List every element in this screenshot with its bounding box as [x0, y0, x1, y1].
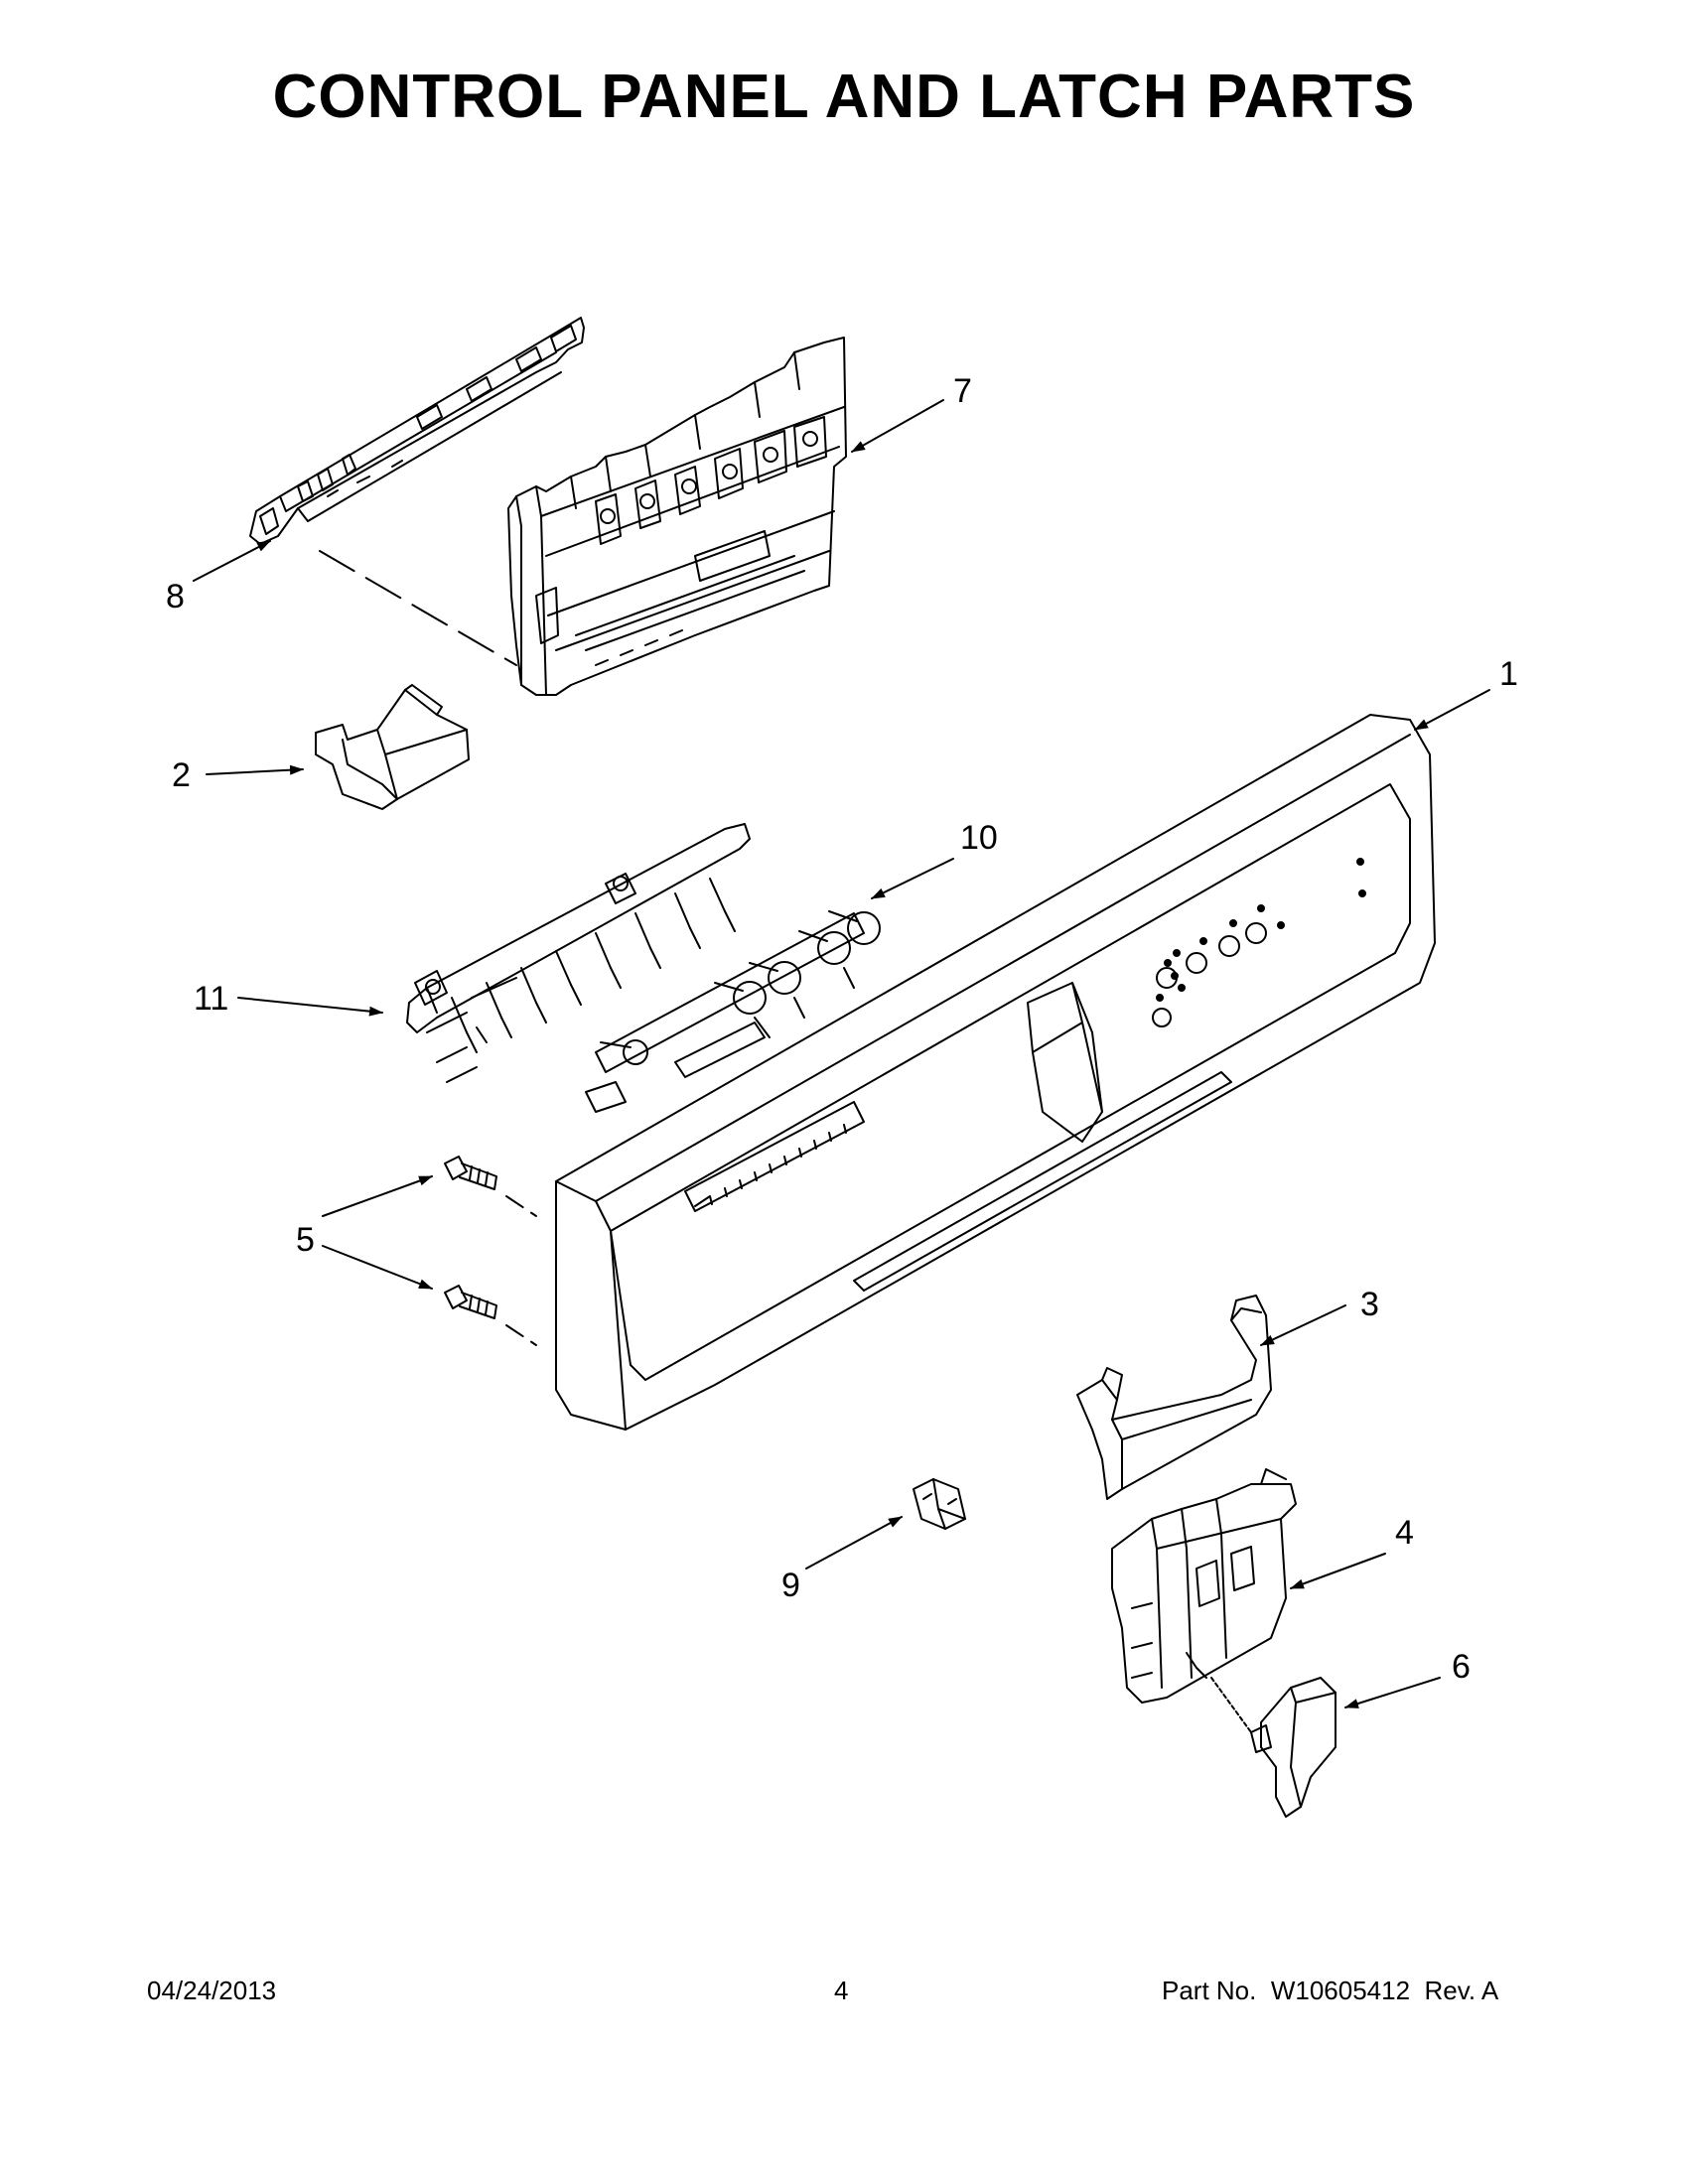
callout-1: 1 [1499, 655, 1518, 693]
callout-2: 2 [172, 756, 191, 794]
part-1-control-panel [556, 715, 1435, 1430]
leader-lines [193, 399, 1490, 1708]
callout-10: 10 [960, 819, 998, 857]
callout-6: 6 [1452, 1648, 1471, 1686]
connector-8-to-7 [319, 550, 517, 666]
part-2-cover [316, 685, 469, 809]
callout-labels: 1 2 3 4 5 6 7 8 9 10 11 [166, 372, 1518, 1686]
part-5-screws [445, 1157, 536, 1345]
part-3-handle [1077, 1296, 1271, 1499]
callout-7: 7 [953, 372, 972, 410]
footer-revision: Rev. A [1424, 1976, 1499, 2005]
callout-8: 8 [166, 578, 185, 615]
part-8-bracket [250, 318, 584, 544]
callout-9: 9 [781, 1567, 800, 1604]
callout-5: 5 [296, 1221, 315, 1259]
footer-part-label: Part No. [1162, 1976, 1257, 2005]
part-6-latch-hook [1211, 1678, 1336, 1817]
part-11-button-bracket [407, 824, 750, 1082]
part-4-door-latch [1112, 1469, 1296, 1703]
footer-part-number: W10605412 [1270, 1976, 1411, 2005]
part-10-buttons [586, 911, 880, 1112]
footer-part-info: Part No. W10605412 Rev. A [1162, 1976, 1498, 2006]
callout-11: 11 [194, 980, 228, 1018]
callout-4: 4 [1395, 1514, 1414, 1552]
part-9-switch [914, 1479, 965, 1529]
footer-date: 04/24/2013 [147, 1976, 277, 2005]
callout-3: 3 [1360, 1286, 1379, 1323]
footer-page-number: 4 [834, 1976, 849, 2005]
part-7-control-board [508, 338, 846, 695]
page-title: CONTROL PANEL AND LATCH PARTS [272, 63, 1416, 131]
